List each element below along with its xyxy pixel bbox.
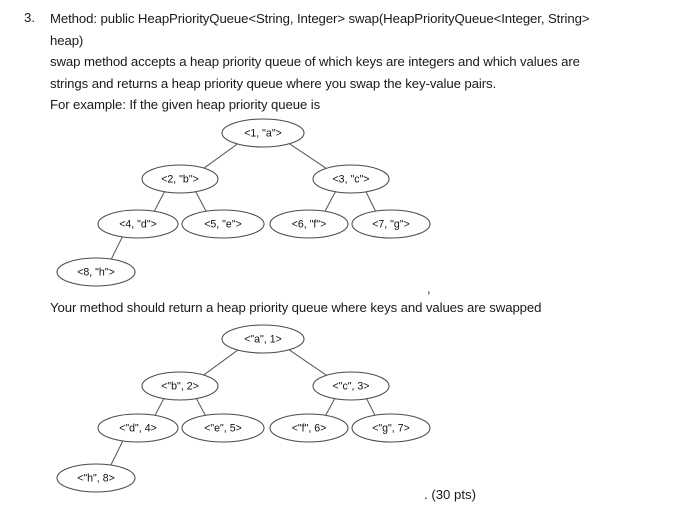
node-ellipse: [181, 413, 265, 443]
node-label: <"h", 8>: [77, 472, 115, 484]
node-label: <1, "a">: [244, 127, 282, 139]
tree-edge: [194, 395, 208, 419]
node-label: <6, "f">: [292, 218, 327, 230]
swap-result-description: Your method should return a heap priorit…: [50, 300, 542, 315]
node-ellipse: [141, 164, 219, 194]
tree-node: <"d", 4>: [97, 413, 179, 443]
node-ellipse: [312, 371, 390, 401]
node-label: <"f", 6>: [292, 422, 327, 434]
points-label: . (30 pts): [424, 487, 477, 502]
node-ellipse: [181, 209, 265, 239]
node-label: <"g", 7>: [372, 422, 410, 434]
node-label: <7, "g">: [372, 218, 410, 230]
node-ellipse: [312, 164, 390, 194]
tree-edges: [109, 345, 377, 468]
tree-node: <8, "h">: [56, 257, 136, 287]
tree-diagram-before-swap: <1, "a"> <2, "b"> <3, "c"> <4, "d"> <5, "e">…: [56, 118, 431, 287]
tree-edge: [193, 188, 208, 215]
node-label: <4, "d">: [119, 218, 157, 230]
tree-edge: [323, 188, 338, 215]
node-ellipse: [351, 413, 431, 443]
question-number: 3.: [24, 10, 35, 25]
node-label: <5, "e">: [204, 218, 242, 230]
question-text: Method: public HeapPriorityQueue<String,…: [50, 8, 696, 116]
node-label: <"e", 5>: [204, 422, 242, 434]
stray-punctuation-mark: ,: [427, 281, 431, 296]
node-ellipse: [351, 209, 431, 239]
node-ellipse: [269, 413, 349, 443]
tree-node: <5, "e">: [181, 209, 265, 239]
tree-node: <1, "a">: [221, 118, 305, 148]
tree-edge: [153, 395, 166, 419]
node-label: <8, "h">: [77, 266, 115, 278]
tree-edge: [197, 345, 244, 380]
node-label: <"a", 1>: [244, 333, 282, 345]
tree-edges: [109, 139, 378, 262]
tree-edge: [323, 395, 337, 419]
tree-edge: [282, 139, 333, 173]
tree-node: <"e", 5>: [181, 413, 265, 443]
tree-node: <"h", 8>: [56, 463, 136, 493]
tree-edge: [364, 189, 378, 214]
node-label: <"b", 2>: [161, 380, 199, 392]
node-ellipse: [221, 324, 305, 354]
node-label: <2, "b">: [161, 173, 199, 185]
tree-node: <6, "f">: [269, 209, 349, 239]
node-ellipse: [97, 209, 179, 239]
node-ellipse: [56, 463, 136, 493]
node-ellipse: [141, 371, 219, 401]
question-line: strings and returns a heap priority queu…: [50, 75, 497, 91]
tree-edge: [152, 188, 167, 215]
tree-node: <4, "d">: [97, 209, 179, 239]
tree-node: <"f", 6>: [269, 413, 349, 443]
question-line: Method: public HeapPriorityQueue<String,…: [50, 11, 590, 26]
tree-edge: [197, 139, 244, 173]
tree-node: <3, "c">: [312, 164, 390, 194]
node-ellipse: [269, 209, 349, 239]
node-ellipse: [221, 118, 305, 148]
tree-edge: [364, 395, 377, 419]
node-label: <"d", 4>: [119, 422, 157, 434]
tree-node: <"c", 3>: [312, 371, 390, 401]
node-label: <3, "c">: [333, 173, 370, 185]
node-ellipse: [56, 257, 136, 287]
node-label: <"c", 3>: [333, 380, 370, 392]
question-line: swap method accepts a heap priority queu…: [50, 54, 580, 69]
tree-node: <"a", 1>: [221, 324, 305, 354]
tree-node: <"g", 7>: [351, 413, 431, 443]
tree-node: <"b", 2>: [141, 371, 219, 401]
tree-node: <7, "g">: [351, 209, 431, 239]
tree-node: <2, "b">: [141, 164, 219, 194]
tree-edge: [282, 345, 333, 380]
question-line: For example: If the given heap priority …: [50, 97, 321, 112]
question-line: heap): [50, 32, 84, 48]
node-ellipse: [97, 413, 179, 443]
tree-edge: [109, 438, 125, 468]
tree-edge: [109, 234, 124, 262]
